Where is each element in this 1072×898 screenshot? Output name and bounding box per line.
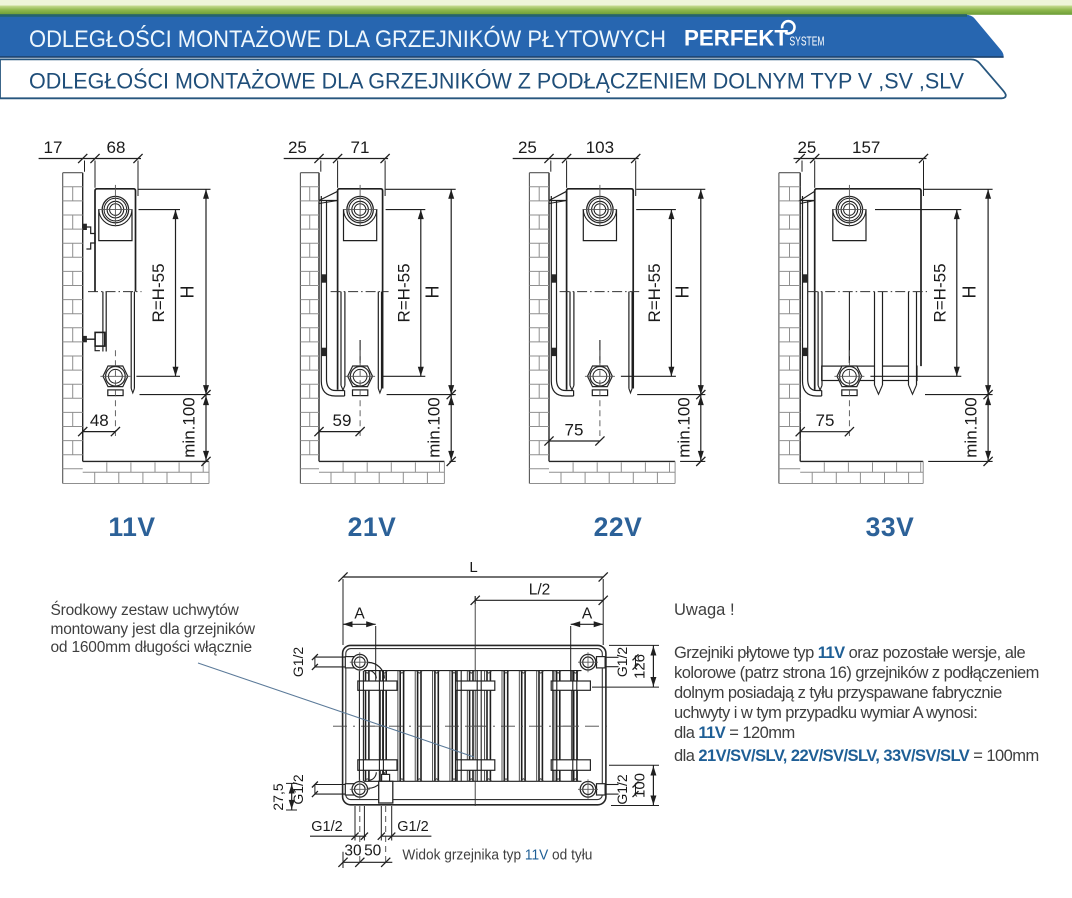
svg-text:L: L [469,559,477,576]
svg-text:H: H [672,286,692,299]
svg-text:A: A [582,606,593,623]
svg-text:126: 126 [632,654,649,679]
svg-text:PERFEKT: PERFEKT [684,26,789,51]
svg-text:min.100: min.100 [674,397,693,457]
svg-text:22V: 22V [594,512,643,542]
svg-text:25: 25 [288,138,307,157]
svg-text:R=H-55: R=H-55 [930,263,949,322]
svg-text:R=H-55: R=H-55 [645,263,664,322]
svg-text:G1/2: G1/2 [397,819,428,835]
svg-text:157: 157 [852,138,880,157]
svg-text:H: H [960,286,980,299]
svg-text:Widok grzejnika typ 11V od tył: Widok grzejnika typ 11V od tyłu [402,847,592,864]
svg-text:min.100: min.100 [962,397,981,457]
svg-text:R=H-55: R=H-55 [394,263,413,322]
svg-text:G1/2: G1/2 [311,819,342,835]
svg-text:SYSTEM: SYSTEM [790,35,825,49]
svg-text:33V: 33V [866,512,915,542]
svg-text:75: 75 [565,421,584,440]
svg-text:75: 75 [816,411,835,430]
svg-text:68: 68 [107,138,126,157]
svg-text:25: 25 [797,138,816,157]
svg-text:17: 17 [44,138,63,157]
svg-text:103: 103 [586,138,614,157]
svg-text:min.100: min.100 [425,397,444,457]
svg-text:min.100: min.100 [180,397,199,457]
svg-text:30: 30 [344,843,362,860]
svg-text:G1/2: G1/2 [614,647,630,678]
svg-text:G1/2: G1/2 [290,647,306,678]
svg-text:100: 100 [632,773,649,798]
svg-text:H: H [178,286,198,299]
svg-text:71: 71 [351,138,370,157]
svg-text:H: H [423,286,443,299]
svg-text:G1/2: G1/2 [614,774,630,805]
svg-text:ODLEGŁOŚCI MONTAŻOWE DLA GR: ODLEGŁOŚCI MONTAŻOWE DLA GRZEJNIKÓW PŁYT… [29,25,666,53]
svg-text:11V: 11V [108,512,155,542]
svg-text:L/2: L/2 [529,582,551,599]
svg-text:A: A [354,606,365,623]
svg-text:50: 50 [364,843,382,860]
svg-text:27,5: 27,5 [270,783,286,810]
svg-text:59: 59 [333,411,352,430]
svg-text:ODLEGŁOŚCI MONTAŻOWE DLA GRZEJ: ODLEGŁOŚCI MONTAŻOWE DLA GRZEJNIKÓW Z PO… [29,69,964,94]
svg-text:21V: 21V [348,512,397,542]
svg-text:25: 25 [518,138,537,157]
svg-text:48: 48 [90,411,109,430]
svg-text:R=H-55: R=H-55 [149,263,168,322]
svg-text:G1/2: G1/2 [290,774,306,805]
